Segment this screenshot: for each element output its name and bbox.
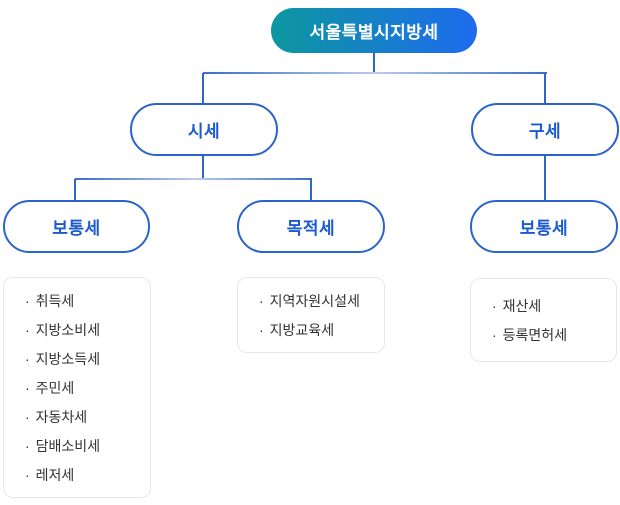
node-city-tax: 시세 bbox=[130, 103, 278, 156]
node-seoul-local-tax: 서울특별시지방세 bbox=[271, 8, 477, 53]
list-item: · 레저세 bbox=[25, 461, 142, 490]
list-item-label: 지방소비세 bbox=[35, 322, 101, 338]
list-item: · 지방소득세 bbox=[25, 345, 142, 374]
node-ordinary-tax-district: 보통세 bbox=[470, 200, 618, 253]
tax-list-ordinary-city: · 취득세 · 지방소비세 · 지방소득세 · 주민세 · 자동차세 · 담배소비세 · 레저세 bbox=[3, 277, 151, 498]
connector-level3-horizontal bbox=[75, 178, 312, 180]
list-item-label: 레저세 bbox=[35, 467, 75, 483]
node-city-tax-label: 시세 bbox=[187, 122, 221, 141]
list-item-label: 주민세 bbox=[35, 380, 75, 396]
bullet-dot: · bbox=[492, 298, 497, 314]
node-purpose-tax: 목적세 bbox=[237, 200, 385, 253]
connector-guse-down bbox=[544, 156, 546, 201]
connector-root-down bbox=[373, 53, 375, 73]
list-item: · 지방소비세 bbox=[25, 316, 142, 345]
list-item-label: 취득세 bbox=[35, 293, 75, 309]
bullet-dot: · bbox=[25, 380, 30, 396]
list-item-label: 지역자원시설세 bbox=[269, 293, 360, 309]
bullet-dot: · bbox=[25, 322, 30, 338]
connector-level2-horizontal bbox=[203, 72, 547, 74]
node-ordinary-tax-city: 보통세 bbox=[3, 200, 150, 253]
bullet-dot: · bbox=[259, 322, 264, 338]
connector-guse-up bbox=[544, 73, 546, 104]
connector-mokjeokse-up bbox=[310, 179, 312, 201]
list-item-label: 지방소득세 bbox=[35, 351, 101, 367]
bullet-dot: · bbox=[25, 438, 30, 454]
node-district-tax: 구세 bbox=[471, 103, 619, 156]
node-seoul-local-tax-label: 서울특별시지방세 bbox=[309, 23, 439, 42]
connector-sise-down bbox=[202, 156, 204, 179]
node-district-tax-label: 구세 bbox=[528, 122, 562, 141]
list-item: · 지방교육세 bbox=[259, 316, 376, 345]
list-item-label: 자동차세 bbox=[35, 409, 88, 425]
tax-list-purpose: · 지역자원시설세 · 지방교육세 bbox=[237, 277, 385, 353]
tax-list-ordinary-district: · 재산세 · 등록면허세 bbox=[470, 278, 617, 362]
list-item: · 담배소비세 bbox=[25, 432, 142, 461]
list-item: · 주민세 bbox=[25, 374, 142, 403]
list-item: · 재산세 bbox=[492, 292, 608, 321]
list-item-label: 재산세 bbox=[502, 298, 542, 314]
node-ordinary-tax-city-label: 보통세 bbox=[52, 219, 101, 238]
list-item: · 자동차세 bbox=[25, 403, 142, 432]
node-purpose-tax-label: 목적세 bbox=[286, 219, 336, 238]
bullet-dot: · bbox=[25, 409, 30, 425]
bullet-dot: · bbox=[492, 327, 497, 343]
list-item-label: 등록면허세 bbox=[502, 327, 568, 343]
connector-sise-up bbox=[202, 73, 204, 104]
list-item: · 취득세 bbox=[25, 287, 142, 316]
bullet-dot: · bbox=[25, 351, 30, 367]
bullet-dot: · bbox=[259, 293, 264, 309]
list-item: · 지역자원시설세 bbox=[259, 287, 376, 316]
connector-botongse1-up bbox=[74, 179, 76, 201]
list-item: · 등록면허세 bbox=[492, 321, 608, 350]
bullet-dot: · bbox=[25, 467, 30, 483]
list-item-label: 담배소비세 bbox=[35, 438, 101, 454]
bullet-dot: · bbox=[25, 293, 30, 309]
node-ordinary-tax-district-label: 보통세 bbox=[519, 219, 569, 238]
list-item-label: 지방교육세 bbox=[269, 322, 335, 338]
